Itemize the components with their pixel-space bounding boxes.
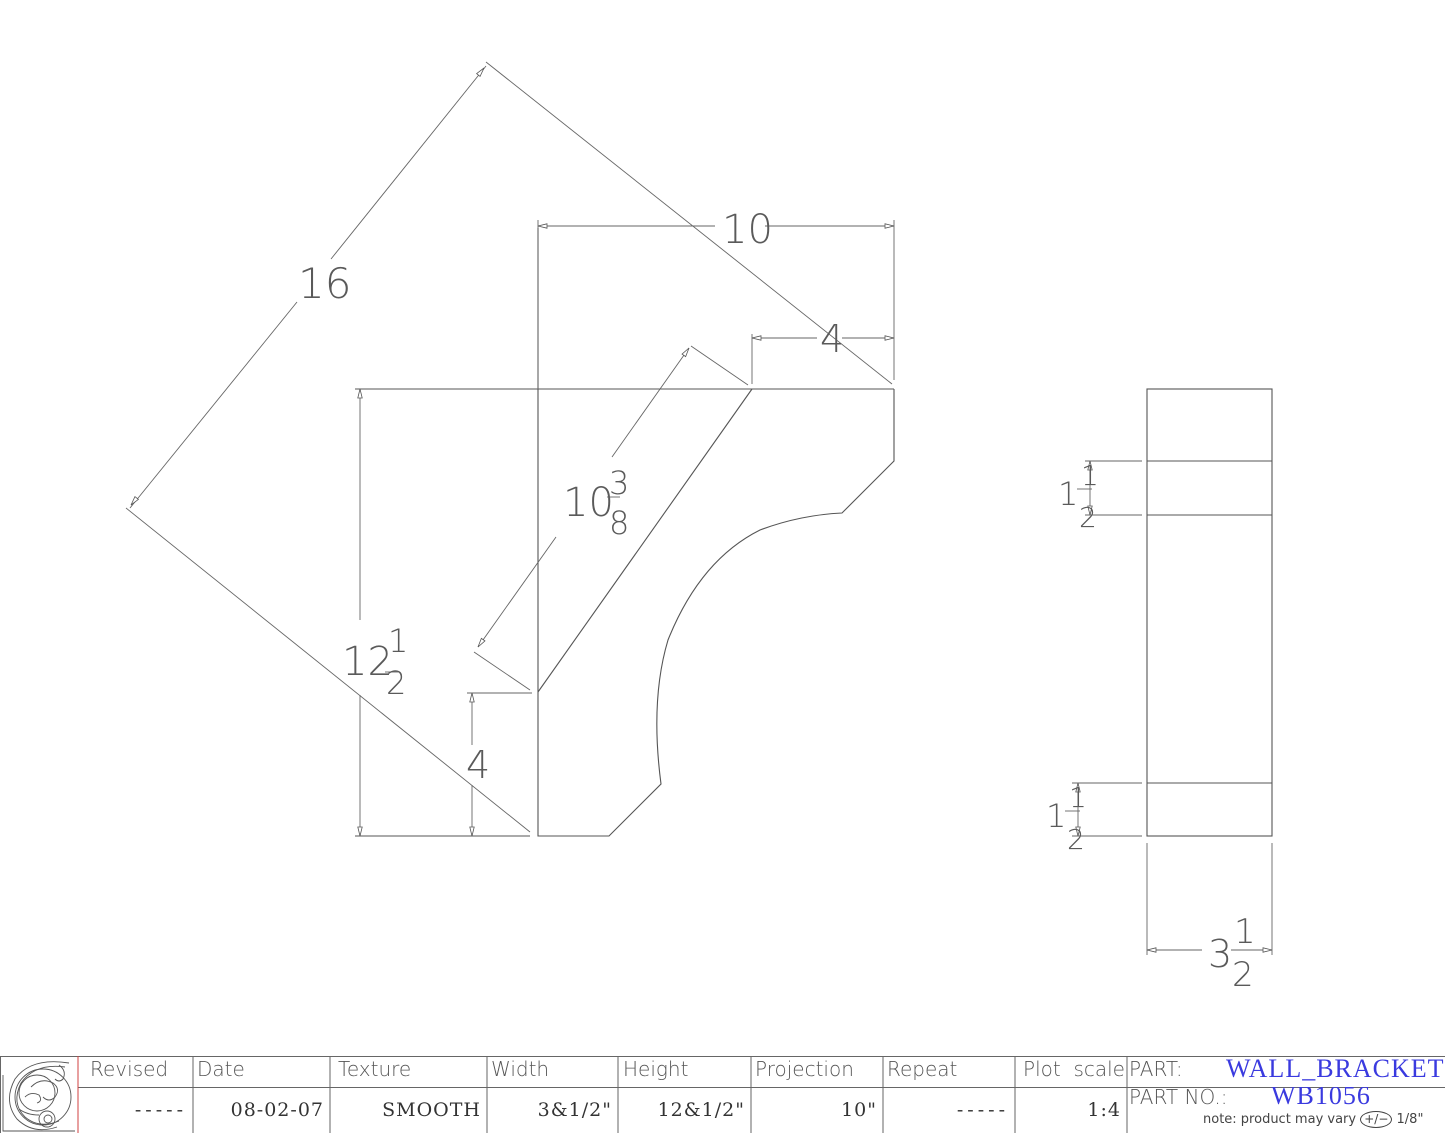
dim-text-16: 16 (298, 259, 351, 308)
title-block: Revised Date Texture Width Height Projec… (0, 1056, 1445, 1133)
value-date: 08-02-07 (230, 1099, 324, 1121)
dim-text-12-1-2-num: 1 (388, 622, 408, 660)
dimension-front-bottom-1-1-2: 1 1 2 (1046, 781, 1142, 856)
inner-diagonal-line (537, 388, 753, 693)
header-width: Width (491, 1057, 550, 1081)
value-height: 12&1/2" (657, 1099, 745, 1121)
dim-text-10-3-8-num: 3 (609, 464, 629, 502)
part-row: PART: WALL_BRACKET (1129, 1056, 1445, 1087)
dim-text-12-1-2-den: 2 (386, 664, 406, 702)
header-revised: Revised (90, 1057, 169, 1081)
tolerance-note: note: product may vary +/− 1/8" (1203, 1111, 1423, 1128)
part-value: WALL_BRACKET (1226, 1056, 1445, 1083)
dimension-16: 16 (125, 61, 893, 833)
header-plot-scale: Plot scale (1023, 1057, 1125, 1081)
header-texture: Texture (338, 1057, 412, 1081)
part-no-value: WB1056 (1271, 1087, 1371, 1110)
dimension-10-3-8: 10 3 8 (473, 345, 749, 691)
part-no-row: PART NO.: WB1056 note: product may vary … (1129, 1087, 1445, 1133)
dim-text-front-bottom-whole: 1 (1046, 797, 1066, 835)
value-width: 3&1/2" (537, 1099, 612, 1121)
header-date: Date (197, 1057, 245, 1081)
dimension-front-top-1-1-2: 1 1 2 (1058, 459, 1142, 534)
dim-text-4-bottom: 4 (466, 743, 490, 787)
dim-text-front-width-num: 1 (1234, 912, 1256, 952)
part-label: PART: (1129, 1057, 1183, 1081)
value-projection: 10" (841, 1099, 877, 1121)
dim-text-front-top-whole: 1 (1058, 475, 1078, 513)
dim-text-4-top: 4 (820, 317, 844, 361)
header-projection: Projection (755, 1057, 854, 1081)
value-repeat: ----- (956, 1099, 1009, 1121)
front-view (1146, 388, 1273, 837)
front-view-outline (1146, 388, 1273, 837)
dim-text-front-width-den: 2 (1232, 955, 1254, 995)
side-view-profile (355, 228, 895, 837)
note-suffix: 1/8" (1396, 1112, 1424, 1127)
value-plot-scale: 1:4 (1087, 1099, 1121, 1121)
header-height: Height (623, 1057, 689, 1081)
note-prefix: note: product may vary (1203, 1112, 1357, 1127)
dimension-front-width-3-1-2: 3 1 2 (1146, 843, 1273, 995)
ornamental-scroll-logo-icon (2, 1061, 75, 1132)
dim-text-front-top-den: 2 (1079, 501, 1097, 534)
value-texture: SMOOTH (382, 1099, 481, 1121)
header-repeat: Repeat (887, 1057, 958, 1081)
dim-text-front-width-whole: 3 (1208, 932, 1232, 976)
plus-minus-circle-icon: +/− (1360, 1111, 1393, 1128)
dim-text-12-1-2-whole: 12 (342, 639, 393, 685)
dimension-10: 10 (537, 207, 895, 389)
dim-text-front-top-num: 1 (1081, 459, 1099, 492)
title-block-grid (0, 1056, 1445, 1133)
dimension-12-1-2: 12 1 2 (342, 388, 408, 837)
dim-text-10-3-8-whole: 10 (563, 480, 614, 526)
value-revised: ----- (134, 1099, 187, 1121)
dim-text-front-bottom-den: 2 (1067, 823, 1085, 856)
dimension-4-top: 4 (751, 317, 895, 384)
part-no-label: PART NO.: (1129, 1087, 1228, 1109)
dimension-4-bottom: 4 (466, 692, 532, 837)
dim-text-front-bottom-num: 1 (1069, 781, 1087, 814)
dim-text-10: 10 (722, 207, 773, 253)
dim-text-10-3-8-den: 8 (609, 504, 629, 542)
bracket-profile-outline (537, 228, 895, 837)
